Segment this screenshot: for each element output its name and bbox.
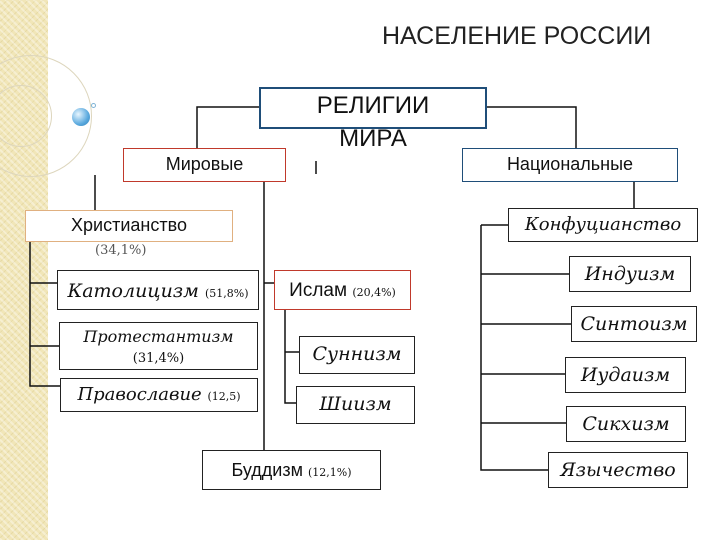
national-religions-label: Национальные (462, 154, 678, 175)
paganism-label: Язычество (548, 459, 688, 481)
orthodoxy-percent: (12,5) (207, 390, 240, 403)
catholicism-percent: (51,8%) (205, 287, 249, 300)
protestantism-percent: (31,4%) (59, 351, 258, 366)
catholicism-name: Католицизм (67, 280, 198, 302)
islam-percent: (20,4%) (352, 286, 396, 299)
islam-name: Ислам (289, 280, 347, 301)
root-label-line2: МИРА (300, 125, 446, 153)
world-religions-label: Мировые (123, 154, 286, 175)
orthodoxy-label: Православие (12,5) (60, 384, 258, 405)
orthodoxy-name: Православие (77, 384, 201, 405)
islam-label: Ислам (20,4%) (274, 280, 411, 302)
hinduism-label: Индуизм (569, 263, 691, 285)
sunnism-label: Суннизм (299, 343, 415, 365)
catholicism-label: Католицизм (51,8%) (57, 280, 259, 302)
root-label-line1: РЕЛИГИИ (300, 92, 446, 120)
christianity-label: Христианство (25, 215, 233, 236)
shiism-label: Шиизм (296, 393, 415, 415)
shinto-label: Синтоизм (571, 313, 697, 335)
confucianism-label: Конфуцианство (508, 214, 698, 235)
buddhism-name: Буддизм (231, 460, 303, 480)
sikhism-label: Сикхизм (566, 413, 686, 435)
buddhism-percent: (12,1%) (308, 466, 352, 479)
judaism-label: Иудаизм (565, 364, 686, 386)
buddhism-label: Буддизм (12,1%) (202, 460, 381, 481)
christianity-percent: (34,1%) (95, 243, 146, 258)
protestantism-label: Протестантизм (59, 327, 258, 346)
